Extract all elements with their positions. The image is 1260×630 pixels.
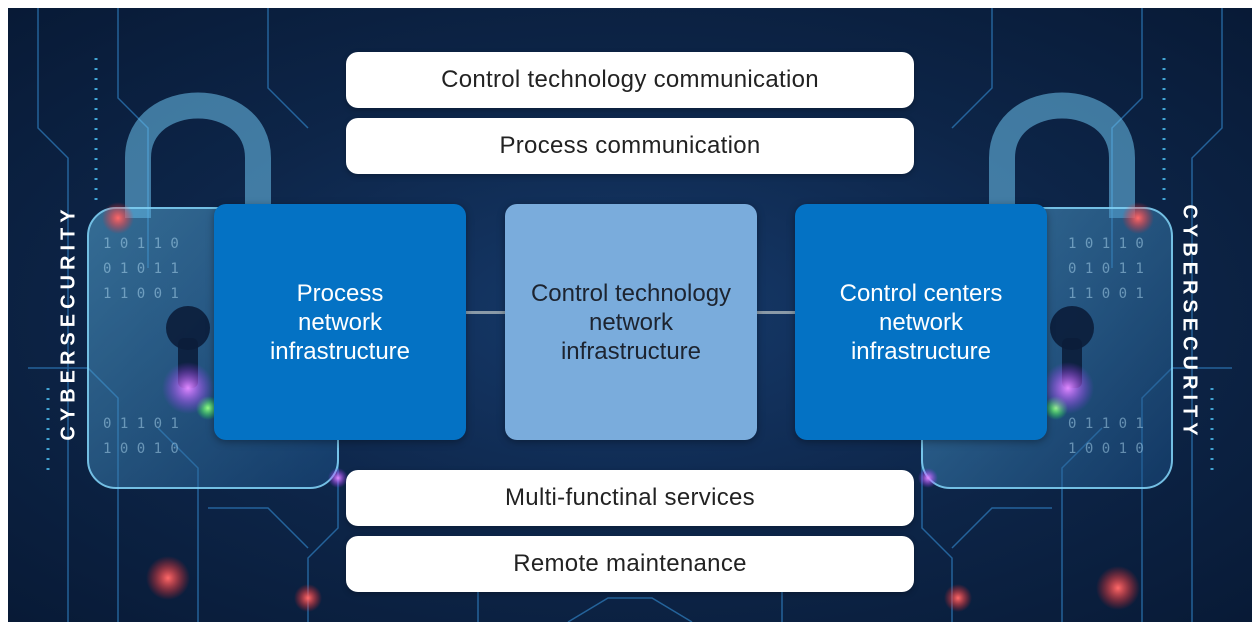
svg-text:1 0 1 1 0: 1 0 1 1 0 [103, 236, 179, 252]
svg-text:1 0 0 1 0: 1 0 0 1 0 [1068, 441, 1144, 457]
svg-text:1 0 0 1 0: 1 0 0 1 0 [103, 441, 179, 457]
box-control-centers-network-infrastructure: Control centers network infrastructure [795, 204, 1047, 440]
connector-right [756, 311, 798, 314]
side-label-left: CYBERSECURITY [57, 204, 80, 441]
box-control-technology-network-infrastructure: Control technology network infrastructur… [505, 204, 757, 440]
light-glows [102, 202, 1154, 612]
svg-text:0 1 0 1 1: 0 1 0 1 1 [103, 261, 179, 277]
svg-text:1 1 0 0 1: 1 1 0 0 1 [1068, 286, 1144, 302]
svg-text:1 1 0 0 1: 1 1 0 0 1 [103, 286, 179, 302]
layer-remote-maintenance: Remote maintenance [346, 536, 914, 592]
side-label-right: CYBERSECURITY [1178, 204, 1201, 441]
layer-control-technology-communication: Control technology communication [346, 52, 914, 108]
svg-text:1 0 1 1 0: 1 0 1 1 0 [1068, 236, 1144, 252]
svg-text:0 1 1 0 1: 0 1 1 0 1 [103, 416, 179, 432]
connector-left [464, 311, 506, 314]
layer-multi-functional-services: Multi-functinal services [346, 470, 914, 526]
svg-text:0 1 1 0 1: 0 1 1 0 1 [1068, 416, 1144, 432]
layer-process-communication: Process communication [346, 118, 914, 174]
svg-text:0 1 0 1 1: 0 1 0 1 1 [1068, 261, 1144, 277]
diagram-canvas: 1 0 1 1 0 0 1 0 1 1 1 1 0 0 1 0 1 1 0 1 … [8, 8, 1252, 622]
box-process-network-infrastructure: Process network infrastructure [214, 204, 466, 440]
